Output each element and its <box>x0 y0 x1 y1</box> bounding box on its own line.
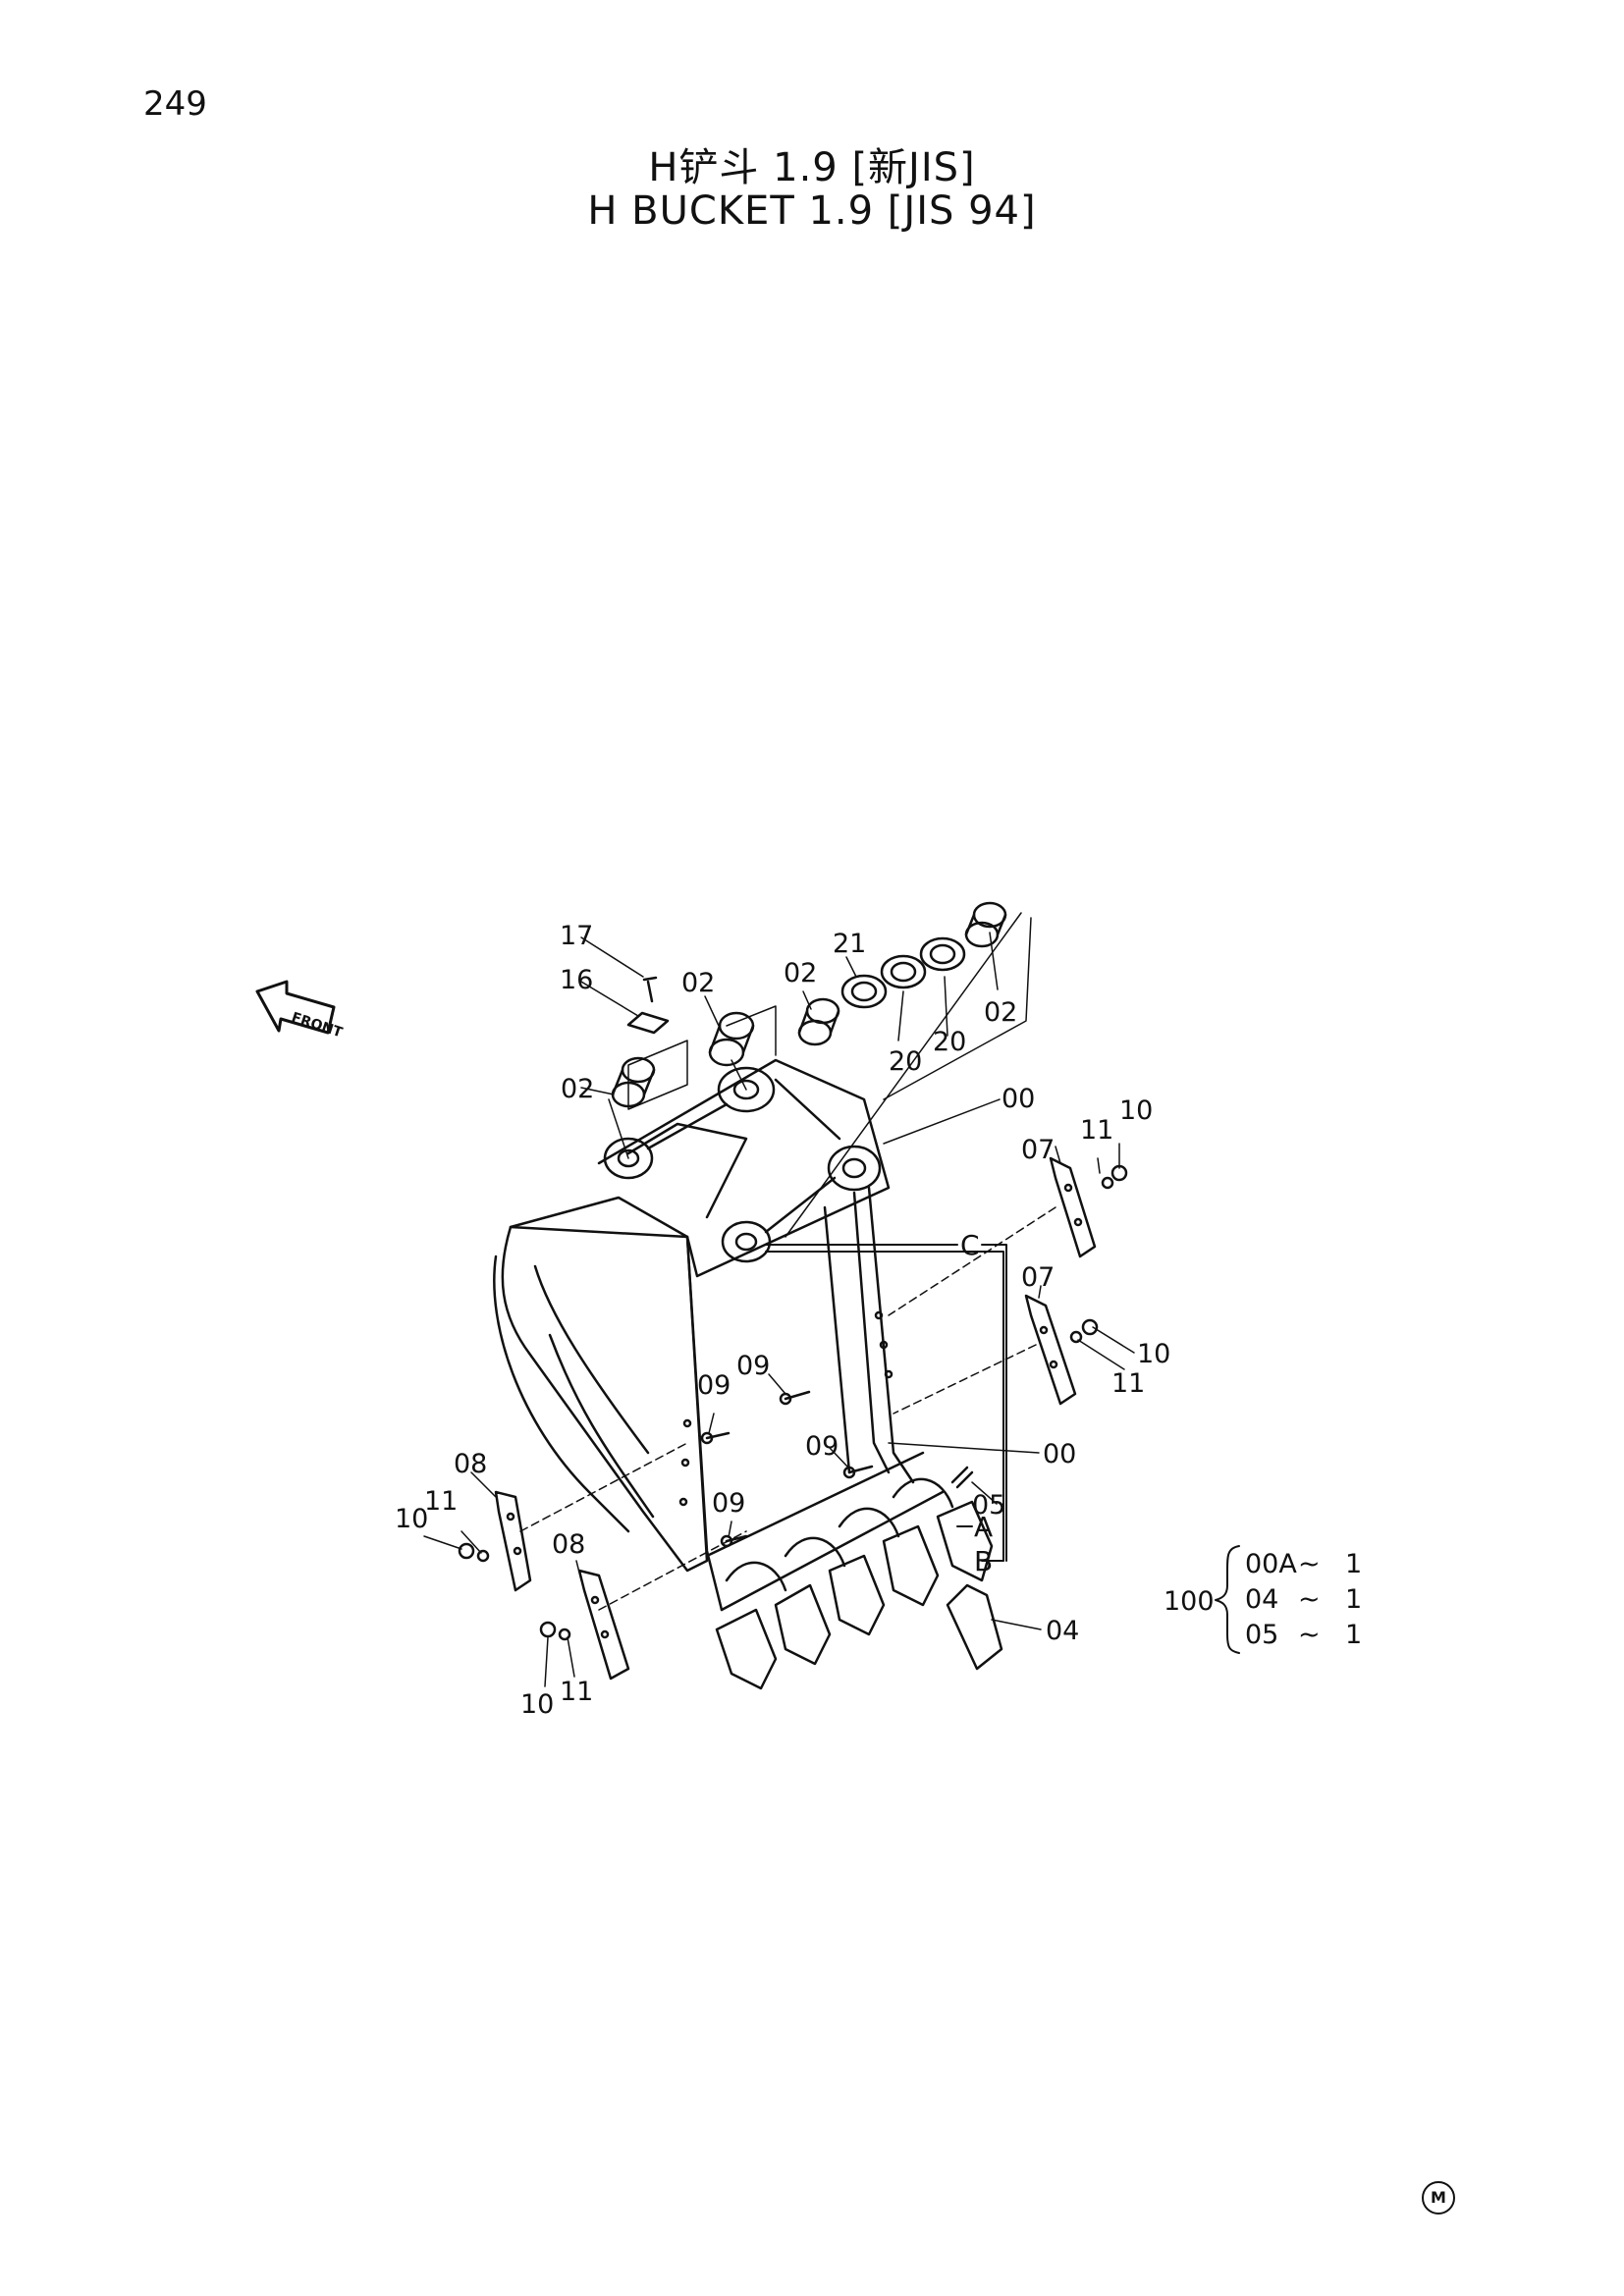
callout-09: 09 <box>805 1431 839 1462</box>
callout-02: 02 <box>984 997 1017 1028</box>
ref-letter-a: A <box>974 1511 993 1543</box>
kit-item-sep: ~ <box>1298 1549 1321 1579</box>
kit-item-part: 04 <box>1245 1584 1278 1615</box>
callout-07: 07 <box>1021 1262 1055 1293</box>
callout-09: 09 <box>736 1351 770 1381</box>
callout-leaders <box>423 932 1135 1687</box>
callout-20: 20 <box>889 1046 922 1077</box>
kit-item-part: 00A <box>1245 1549 1297 1579</box>
kit-item-part: 05 <box>1245 1620 1278 1650</box>
manufacturer-mark-icon: M <box>1422 2181 1455 2215</box>
front-arrow-icon: FRONT <box>255 980 345 1041</box>
kit-item-qty: 1 <box>1345 1549 1362 1579</box>
callout-05: 05 <box>972 1490 1005 1521</box>
front-label: FRONT <box>290 1010 345 1041</box>
callout-02: 02 <box>784 958 817 988</box>
ref-letter-c: C <box>960 1229 980 1261</box>
kit-item-qty: 1 <box>1345 1584 1362 1615</box>
callout-11: 11 <box>1111 1368 1145 1399</box>
callout-02: 02 <box>681 968 715 998</box>
callout-11: 11 <box>1080 1115 1113 1146</box>
callout-20: 20 <box>933 1027 966 1057</box>
ref-letter-b: B <box>974 1545 993 1577</box>
callout-17: 17 <box>560 921 593 951</box>
kit-assembly-table: 100 00A ~ 1 04 ~ 1 05 ~ 1 <box>1164 1545 1362 1654</box>
callout-10: 10 <box>1137 1339 1170 1369</box>
bucket-teeth <box>715 1477 1003 1690</box>
callout-00: 00 <box>1043 1439 1076 1469</box>
kit-item-sep: ~ <box>1298 1620 1321 1650</box>
callout-21: 21 <box>833 929 866 959</box>
bushings-and-shims <box>608 901 1022 1238</box>
callout-00: 00 <box>1001 1084 1035 1114</box>
callout-16: 16 <box>560 965 593 995</box>
callout-11: 11 <box>560 1677 593 1707</box>
side-cutters <box>458 917 1128 1681</box>
kit-number: 100 <box>1164 1586 1215 1617</box>
callout-08: 08 <box>454 1449 487 1479</box>
callout-08: 08 <box>552 1529 585 1560</box>
callout-10: 10 <box>1119 1095 1153 1126</box>
page-number: 249 <box>143 84 207 124</box>
callout-07: 07 <box>1021 1135 1055 1165</box>
bucket-body <box>493 1058 945 1612</box>
kit-item-qty: 1 <box>1345 1620 1362 1650</box>
reference-bracket <box>765 1244 1007 1562</box>
callout-09: 09 <box>712 1488 745 1519</box>
kit-item-sep: ~ <box>1298 1584 1321 1615</box>
title-english: H BUCKET 1.9 [JIS 94] <box>587 188 1037 234</box>
callout-09: 09 <box>697 1370 731 1401</box>
callout-02: 02 <box>561 1074 594 1104</box>
callout-11: 11 <box>424 1486 458 1517</box>
title-chinese: H铲斗 1.9 [新JIS] <box>648 145 976 190</box>
callout-04: 04 <box>1046 1616 1079 1646</box>
callout-10: 10 <box>395 1504 428 1534</box>
callout-10: 10 <box>520 1689 554 1720</box>
